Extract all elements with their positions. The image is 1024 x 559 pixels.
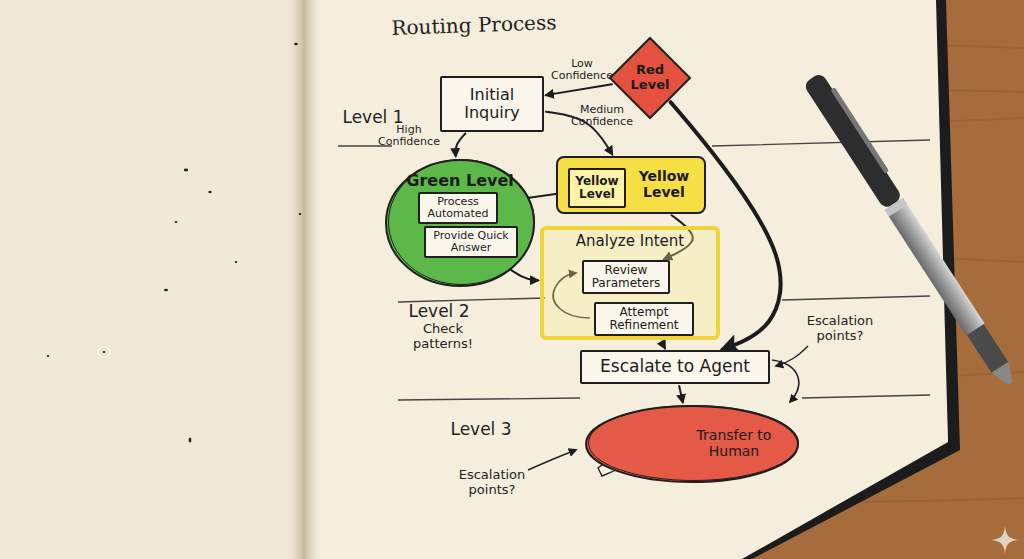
ink-speck <box>184 169 188 172</box>
sketch-stroke <box>389 160 535 285</box>
hand-sketch <box>598 440 663 476</box>
flow-arrow <box>546 84 612 95</box>
pen-tip <box>992 362 1019 389</box>
pen-grip <box>967 324 1008 373</box>
node-text: Green Level <box>406 172 514 190</box>
level-divider <box>338 140 930 400</box>
margin-note: Escalation points? <box>798 314 882 343</box>
curved-arrow <box>772 360 799 402</box>
flow-arrow <box>671 102 781 349</box>
flow-arrow <box>500 192 566 202</box>
ink-speck <box>294 43 298 45</box>
flow-arrow <box>456 133 466 156</box>
node-text: Transfer to Human <box>692 428 776 459</box>
sketch-stroke <box>589 406 799 481</box>
end-ellipse: Transfer to Human <box>584 404 800 484</box>
end-ellipse-outline <box>584 404 800 484</box>
node-text: Red Level <box>623 63 677 92</box>
level-box: Yellow Level <box>568 168 626 208</box>
spine-shadow <box>284 0 324 559</box>
node-text: Attempt Refinement <box>596 306 692 333</box>
refinement-loop <box>553 273 590 318</box>
process-box: Provide Quick Answer <box>424 226 518 258</box>
level-label: Level 1 <box>338 108 408 127</box>
level-circle: Green LevelProcess AutomatedProvide Quic… <box>384 158 536 288</box>
decision-diamond: Red Level <box>608 36 692 120</box>
level-label: Level 2 <box>404 302 474 321</box>
ink-specks <box>47 43 302 443</box>
leader-arrow <box>776 346 808 366</box>
level-band: Yellow Level Yellow Level <box>556 156 706 214</box>
ink-speck <box>235 261 238 263</box>
flow-arrow <box>495 259 538 280</box>
ink-speck <box>47 355 49 357</box>
ink-speck <box>175 221 178 223</box>
process-box: Process Automated <box>418 192 498 224</box>
start-box: Initial Inquiry <box>440 76 544 132</box>
edge-label: Medium Confidence <box>566 104 638 129</box>
ink-speck <box>103 351 106 353</box>
margin-note: Check patterns! <box>406 322 480 351</box>
pen-cap <box>803 72 903 210</box>
left-page <box>0 0 312 559</box>
sparkle-watermark <box>991 526 1019 554</box>
loop-arrow <box>392 196 410 236</box>
process-box: Attempt Refinement <box>594 302 694 336</box>
edge-label: High Confidence <box>376 124 442 149</box>
ink-speck <box>164 289 168 292</box>
right-page <box>300 0 948 559</box>
node-text: Provide Quick Answer <box>426 230 516 255</box>
node-text: Initial Inquiry <box>446 86 538 122</box>
ink-speck <box>208 191 211 193</box>
process-box: Review Parameters <box>582 260 670 294</box>
margin-note: Escalation points? <box>450 468 534 497</box>
node-text: Process Automated <box>420 196 496 221</box>
pen-barrel <box>889 205 985 336</box>
level-label: Level 3 <box>446 420 516 439</box>
leader-arrow <box>528 450 576 470</box>
hand-sketch <box>643 407 702 436</box>
process-box: Escalate to Agent <box>580 350 770 384</box>
ink-speck <box>189 437 192 442</box>
flow-arrow <box>661 342 664 348</box>
node-text: Yellow Level <box>570 175 624 202</box>
ink-speck <box>299 213 302 215</box>
end-ellipse-fill <box>586 406 798 482</box>
node-text: Review Parameters <box>584 264 668 291</box>
flow-arrow <box>664 215 693 259</box>
flow-arrow <box>679 386 683 402</box>
node-text: Escalate to Agent <box>600 357 750 376</box>
group-box: Analyze IntentReview ParametersAttempt R… <box>540 226 720 340</box>
pen-clip <box>830 87 889 174</box>
diagram-title: Routing Process <box>384 11 565 40</box>
node-text: Analyze Intent <box>576 233 684 250</box>
node-text: Yellow Level <box>632 169 696 200</box>
level-circle-fill <box>386 160 534 286</box>
